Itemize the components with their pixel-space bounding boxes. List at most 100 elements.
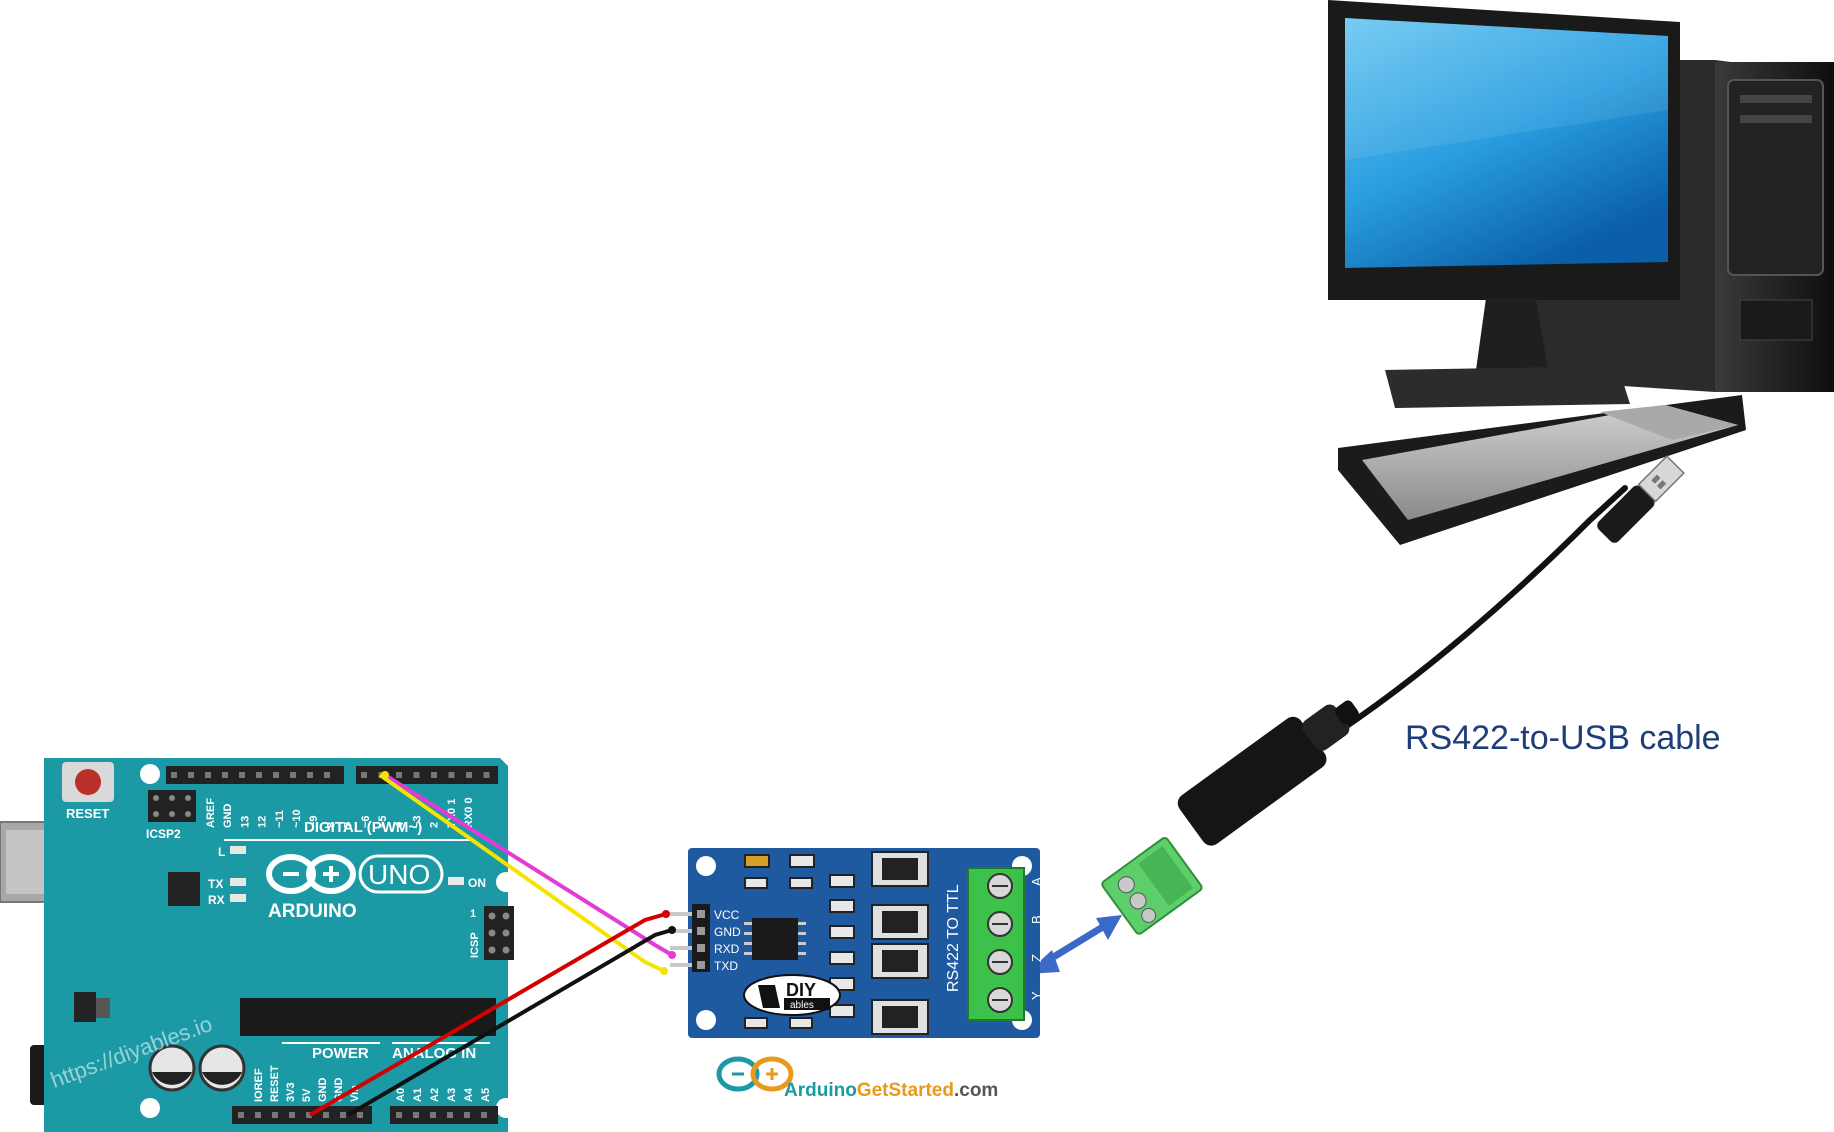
- tx-led-label: TX: [208, 877, 223, 891]
- power-pin-label: A5: [480, 1088, 492, 1102]
- module-title: RS422 TO TTL: [945, 884, 962, 992]
- header-pin: [464, 1112, 470, 1118]
- digital-pin-label: ~3: [411, 815, 423, 828]
- mount-hole: [496, 1098, 516, 1118]
- power-pin-label: RESET: [269, 1065, 281, 1102]
- module-pin-pad: [697, 944, 705, 952]
- wire-magenta: [383, 773, 674, 957]
- analog-header: [390, 1106, 498, 1124]
- module-pin-label: GND: [714, 925, 741, 939]
- wire-yellow: [378, 773, 665, 973]
- digital-pin-label: AREF: [205, 798, 217, 828]
- capacitor: [148, 1044, 196, 1092]
- digital-pin-label: ~10: [291, 809, 303, 828]
- analog-label: ANALOG IN: [392, 1045, 476, 1062]
- digital-header-pins: [171, 772, 490, 778]
- header-pin: [188, 772, 194, 778]
- diyables-logo-bottom: ables: [790, 1000, 814, 1011]
- header-pin: [447, 1112, 453, 1118]
- power-pin-label: A1: [412, 1088, 424, 1102]
- header-pin: [272, 1112, 278, 1118]
- digital-label: DIGITAL (PWM~): [304, 819, 422, 836]
- mount-hole: [140, 1098, 160, 1118]
- header-pin: [255, 1112, 261, 1118]
- diyables-logo-top: DIY: [786, 980, 816, 1000]
- computer-monitor: [1328, 0, 1680, 408]
- header-pin: [222, 772, 228, 778]
- header-pin: [413, 772, 420, 778]
- header-pin: [306, 1112, 312, 1118]
- digital-pin-label: 7: [343, 822, 355, 828]
- arduinogetstarted-logo: [716, 1056, 794, 1092]
- header-pin: [466, 772, 472, 778]
- header-pin: [361, 772, 367, 778]
- power-label: POWER: [312, 1045, 369, 1062]
- header-pin: [396, 1112, 402, 1118]
- uno-label: UNO: [368, 859, 430, 890]
- l-led-label: L: [218, 845, 225, 859]
- wire-red: [308, 912, 667, 1117]
- footer-logo-part3: .com: [954, 1080, 998, 1101]
- usb-cable-wire: [1315, 485, 1628, 748]
- module-pin: [670, 912, 692, 916]
- cable-label: RS422-to-USB cable: [1405, 719, 1721, 757]
- header-pin: [357, 1112, 363, 1118]
- terminal-label: Y: [1029, 991, 1044, 1000]
- header-pin: [483, 772, 490, 778]
- mount-hole: [140, 764, 160, 784]
- power-pin-label: A3: [446, 1088, 458, 1102]
- module-pin-pad: [697, 927, 705, 935]
- converter-body: [1177, 700, 1359, 846]
- digital-pin-label: ~9: [308, 815, 320, 828]
- digital-pin-label: GND: [222, 804, 234, 829]
- digital-pin-label: 4: [394, 821, 406, 828]
- footer-logo-text: ArduinoGetStarted.com: [784, 1080, 998, 1101]
- header-pin: [430, 1112, 436, 1118]
- rs422-chip: [752, 918, 798, 960]
- power-pin-label: 3V3: [285, 1082, 297, 1102]
- power-pin-label: 5V: [301, 1088, 313, 1102]
- l-led: [230, 846, 246, 854]
- reset-label: RESET: [66, 806, 109, 821]
- wire-black: [346, 928, 673, 1117]
- module-pin-pad: [697, 961, 705, 969]
- arduino-logo: [266, 854, 444, 894]
- digital-pin-label: 12: [257, 816, 269, 828]
- computer-keyboard: [1338, 395, 1746, 545]
- header-pin: [413, 1112, 419, 1118]
- usb-chip: [168, 872, 200, 906]
- rx-led-label: RX: [208, 893, 225, 907]
- module-pin-label: VCC: [714, 908, 740, 922]
- icsp-pin1-label: 1: [470, 908, 476, 920]
- rx-led: [230, 894, 246, 902]
- mount-hole: [496, 872, 516, 892]
- arduino-brand: ARDUINO: [268, 901, 357, 922]
- header-pin: [340, 1112, 346, 1118]
- icsp2-header: [148, 790, 196, 822]
- power-pin-label: A2: [429, 1088, 441, 1102]
- terminal-label: A: [1029, 877, 1044, 886]
- module-pin-header: [692, 904, 710, 972]
- power-pin-label: A0: [395, 1088, 407, 1102]
- power-analog-header-pins: [238, 1112, 487, 1118]
- capacitor: [198, 1044, 246, 1092]
- header-pin: [256, 772, 262, 778]
- digital-pin-label: ~11: [274, 810, 286, 828]
- header-pin: [171, 772, 177, 778]
- module-pin-pad: [697, 910, 705, 918]
- smd-components: [744, 854, 855, 1029]
- on-led-label: ON: [468, 876, 486, 890]
- wires: [308, 771, 676, 1117]
- icsp-label: ICSP: [469, 932, 481, 958]
- header-pin: [238, 1112, 244, 1118]
- module-pin-label: RXD: [714, 942, 740, 956]
- usb-a-plug: [1597, 455, 1685, 543]
- header-pin: [396, 772, 402, 778]
- header-pin: [431, 772, 437, 778]
